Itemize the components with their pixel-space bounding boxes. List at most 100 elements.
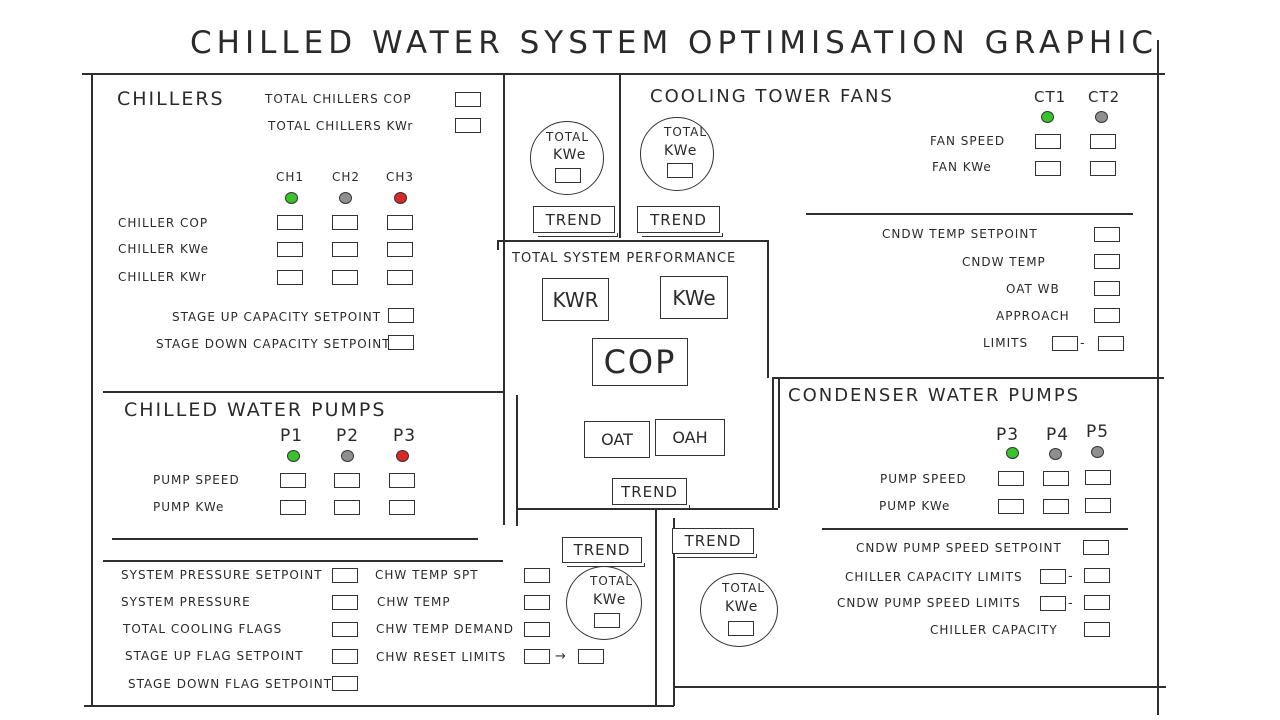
fan-speed-label: FAN SPEED [930,134,1006,148]
unit-label-p5: P5 [1086,422,1110,442]
kwe-label: KWe [725,599,759,615]
approach-label: APPROACH [996,309,1070,323]
total-chillers-cop-value [455,92,481,107]
status-indicator-ch3[interactable] [394,192,407,204]
oat-display: OAT [584,421,650,458]
value-box [998,471,1024,486]
pump-kwe-label: PUMP KWe [879,499,951,513]
chw-pumps-heading: CHILLED WATER PUMPS [124,399,387,421]
limits-max-input[interactable] [1098,336,1124,351]
chiller-capacity-limits-max-input[interactable] [1084,568,1110,583]
unit-label-ch3: CH3 [386,170,415,184]
status-indicator-p3-cdw[interactable] [1006,447,1019,459]
total-label: TOTAL [590,574,634,588]
divider-center-bottom [655,510,657,706]
status-indicator-p4[interactable] [1049,448,1062,460]
system-kwe-display: KWe [660,276,728,319]
unit-label-p2: P2 [336,426,360,446]
frame-left [91,73,93,707]
value-box [998,499,1024,514]
chw-reset-limits-label: CHW RESET LIMITS [376,650,507,664]
total-label: TOTAL [546,130,590,144]
value-box [1090,134,1116,149]
range-dash: - [1068,596,1073,611]
cndw-pump-speed-setpoint-input[interactable] [1083,540,1109,555]
value-box [332,242,358,257]
cooling-tower-heading: COOLING TOWER FANS [650,86,894,107]
tower-trend-button[interactable]: TREND [637,206,723,237]
value-box [387,270,413,285]
value-box [1043,499,1069,514]
cndw-pump-speed-limits-min-input[interactable] [1040,596,1066,611]
value-box [280,473,306,488]
value-box [332,215,358,230]
status-indicator-ct2[interactable] [1095,111,1108,123]
perf-box-right-lower [778,378,780,508]
unit-label-ct2: CT2 [1088,88,1121,106]
fan-kwe-label: FAN KWe [932,160,992,174]
status-indicator-p2[interactable] [341,450,354,462]
divider-chillers-pumps [103,391,504,393]
status-indicator-ch2[interactable] [339,192,352,204]
cndw-temp-setpoint-label: CNDW TEMP SETPOINT [882,227,1038,241]
frame-bottom [84,705,674,707]
divider-chwp-vert [673,518,675,706]
divider-pumps-right [503,395,505,525]
value-box [332,270,358,285]
value-box [387,242,413,257]
chw-temp-spt-input[interactable] [524,568,550,583]
status-indicator-ch1[interactable] [285,192,298,204]
perf-box-left-lower [516,395,518,526]
perf-box-top [497,240,767,242]
stage-down-capacity-input[interactable] [388,335,414,350]
value-box [277,242,303,257]
chiller-capacity-value [1084,622,1110,637]
page-title: CHILLED WATER SYSTEM OPTIMISATION GRAPHI… [190,25,1158,61]
range-dash: - [1080,336,1085,351]
stage-up-capacity-input[interactable] [388,308,414,323]
chw-reset-limits-max-input[interactable] [578,649,604,664]
cndw-temp-setpoint-input[interactable] [1094,227,1120,242]
chiller-kwe-label: CHILLER KWe [118,242,210,256]
status-indicator-p5[interactable] [1091,446,1104,458]
divider-chwp-rows [112,538,478,540]
chw-reset-limits-min-input[interactable] [524,649,550,664]
cndw-pump-speed-limits-max-input[interactable] [1084,595,1110,610]
frame-top [82,73,1165,75]
chw-pumps-trend-button[interactable]: TREND [562,537,645,567]
unit-label-p1: P1 [280,426,304,446]
status-indicator-p1[interactable] [287,450,300,462]
system-pressure-setpoint-input[interactable] [332,568,358,583]
cndw-temp-label: CNDW TEMP [962,255,1046,269]
system-performance-heading: TOTAL SYSTEM PERFORMANCE [512,251,737,266]
divider-chillers-tower [619,73,621,238]
stage-down-capacity-label: STAGE DOWN CAPACITY SETPOINT [156,337,391,351]
unit-label-ch1: CH1 [276,170,305,184]
total-kwe-value [728,621,754,636]
stage-down-flag-setpoint-input[interactable] [332,676,358,691]
value-box [334,500,360,515]
chiller-capacity-limits-min-input[interactable] [1040,569,1066,584]
status-indicator-ct1[interactable] [1041,111,1054,123]
status-indicator-p3[interactable] [396,450,409,462]
cndw-pump-speed-setpoint-label: CNDW PUMP SPEED SETPOINT [856,541,1062,555]
value-box [334,473,360,488]
total-cooling-flags-label: TOTAL COOLING FLAGS [123,622,283,636]
approach-value [1094,308,1120,323]
stage-up-flag-setpoint-input[interactable] [332,649,358,664]
system-trend-button[interactable]: TREND [612,478,690,509]
value-box [1035,134,1061,149]
value-box [389,500,415,515]
value-box [1043,471,1069,486]
limits-min-input[interactable] [1052,336,1078,351]
total-label: TOTAL [664,125,708,139]
cndw-pump-speed-limits-label: CNDW PUMP SPEED LIMITS [837,596,1021,610]
system-pressure-label: SYSTEM PRESSURE [121,595,251,609]
chillers-trend-button[interactable]: TREND [533,206,618,237]
cdw-pumps-trend-button[interactable]: TREND [672,528,757,558]
kwe-label: KWe [553,147,587,163]
oat-wb-value [1094,281,1120,296]
divider-tower-settings [806,213,1133,215]
pump-kwe-label: PUMP KWe [153,500,225,514]
